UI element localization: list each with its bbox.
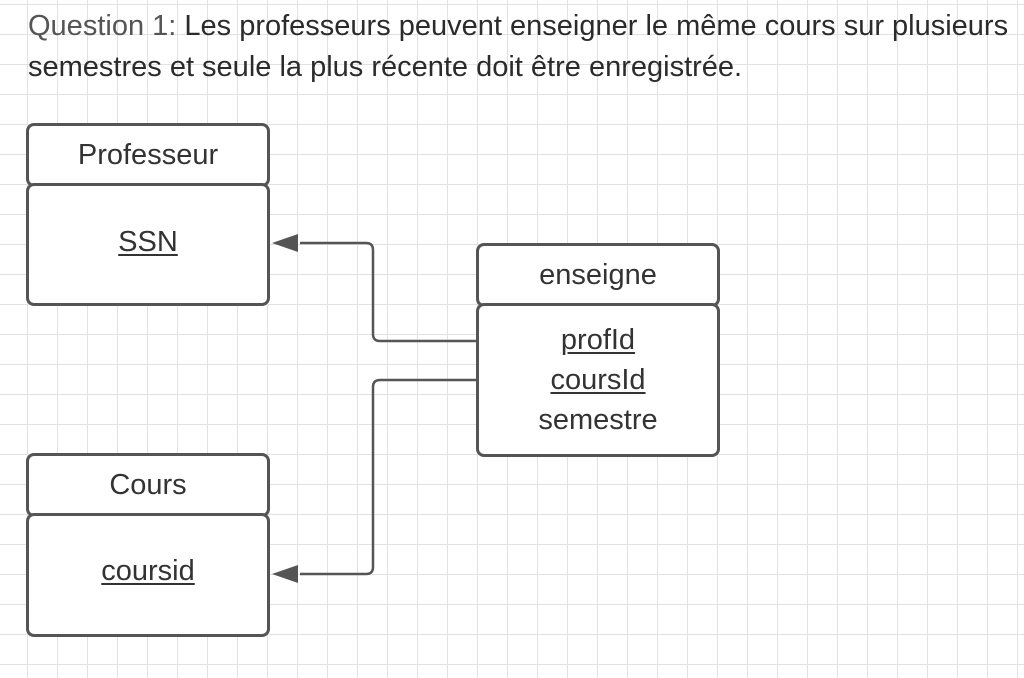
attribute-profid: profId [560,324,636,356]
entity-cours-body: coursid [26,513,270,637]
entity-cours-header: Cours [26,453,270,517]
entity-enseigne-body: profId coursId semestre [476,303,720,457]
entity-enseigne-name: enseigne [539,258,657,291]
attribute-cours-coursid: coursid [101,555,195,587]
arrowhead-to-professeur [272,234,298,252]
entity-enseigne-header: enseigne [476,243,720,307]
question-text: Question 1: Les professeurs peuvent ense… [28,6,1018,88]
entity-professeur-name: Professeur [77,138,219,171]
entity-professeur-header: Professeur [26,123,270,187]
entity-enseigne[interactable]: enseigne profId coursId semestre [476,243,720,457]
entity-cours[interactable]: Cours coursid [26,453,270,637]
attribute-semestre: semestre [538,404,658,436]
entity-professeur[interactable]: Professeur SSN [26,123,270,306]
question-label: Question 1: [28,10,177,42]
fk-connector-coursid-to-cours[interactable] [300,378,477,576]
attribute-coursid: coursId [550,364,646,396]
attribute-ssn: SSN [118,226,178,258]
entity-professeur-body: SSN [26,183,270,306]
arrowhead-to-cours [272,565,298,583]
question-body: Les professeurs peuvent enseigner le mêm… [28,10,1009,83]
fk-connector-profid-to-ssn[interactable] [300,241,477,343]
entity-cours-name: Cours [109,468,187,501]
